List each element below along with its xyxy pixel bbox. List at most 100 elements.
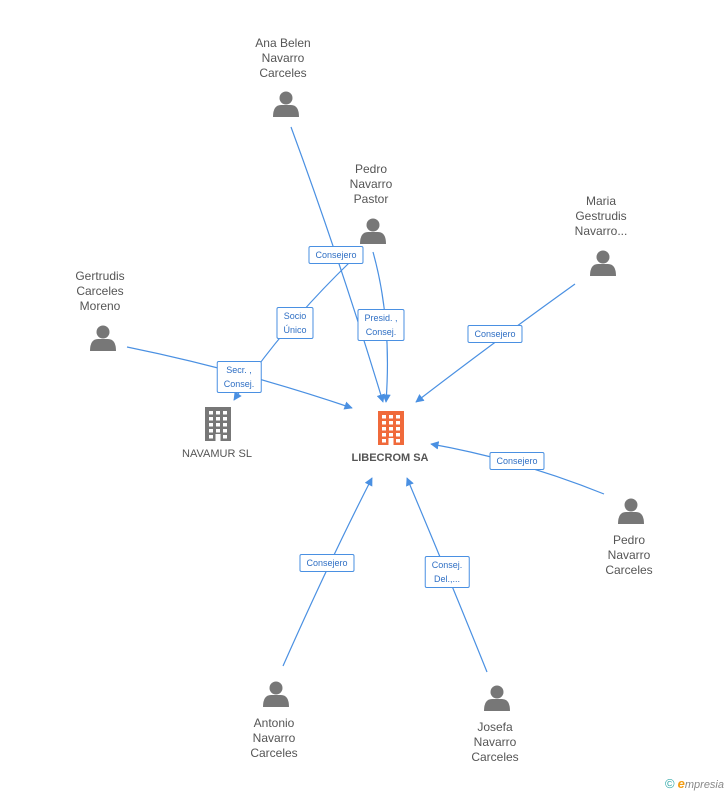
edge-label-line: Consej. bbox=[365, 327, 397, 337]
building-window bbox=[396, 427, 400, 431]
company-name[interactable]: NAVAMUR SL bbox=[182, 448, 252, 460]
person-head bbox=[624, 498, 638, 512]
person-icon[interactable] bbox=[263, 681, 289, 708]
person-name-line: Navarro bbox=[252, 731, 296, 745]
building-window bbox=[382, 421, 386, 425]
person-name-line: Carceles bbox=[471, 750, 519, 764]
person-name-line: Navarro bbox=[261, 51, 305, 65]
person-name-line: Carceles bbox=[605, 563, 653, 577]
building-window bbox=[389, 421, 393, 425]
person-name-line: Antonio bbox=[253, 716, 295, 730]
building-door bbox=[215, 434, 221, 441]
building-window bbox=[209, 429, 213, 433]
edge-label[interactable]: Consejero bbox=[299, 554, 355, 572]
person-body bbox=[273, 105, 299, 117]
building-window bbox=[382, 415, 386, 419]
building-window bbox=[216, 417, 220, 421]
building-window bbox=[223, 423, 227, 427]
building-window bbox=[396, 439, 400, 443]
building-window bbox=[216, 411, 220, 415]
building-window bbox=[223, 435, 227, 439]
center-building-icon[interactable] bbox=[378, 411, 404, 445]
brand-name: mpresia bbox=[684, 779, 724, 791]
building-window bbox=[389, 415, 393, 419]
edge-label[interactable]: Consej. Del.,... bbox=[424, 556, 470, 588]
copyright-symbol: © bbox=[664, 776, 675, 791]
person-head bbox=[490, 685, 504, 699]
person-icon[interactable] bbox=[590, 250, 616, 277]
building-window bbox=[209, 435, 213, 439]
edge-label-line: Del.,... bbox=[433, 574, 461, 584]
person-name-line: Pedro bbox=[612, 533, 646, 547]
person-name-line: Carceles bbox=[259, 66, 307, 80]
person-name-line: Maria bbox=[585, 194, 616, 208]
edge-maria-center bbox=[415, 283, 576, 403]
building-window bbox=[382, 433, 386, 437]
person-body bbox=[618, 512, 644, 524]
building-window bbox=[389, 427, 393, 431]
building-window bbox=[216, 429, 220, 433]
person-body bbox=[90, 339, 116, 351]
person-name-line: Gestrudis bbox=[575, 209, 627, 223]
person-icon[interactable] bbox=[360, 218, 386, 245]
person-body bbox=[590, 264, 616, 276]
edge-label-line: Consejero bbox=[315, 250, 357, 260]
building-window bbox=[396, 421, 400, 425]
building-window bbox=[216, 423, 220, 427]
building-window bbox=[389, 433, 393, 437]
person-name-line: Navarro bbox=[607, 548, 651, 562]
person-name-line: Navarro... bbox=[574, 224, 628, 238]
building-window bbox=[396, 415, 400, 419]
person-name-line: Carceles bbox=[76, 284, 124, 298]
edge-antonio-center bbox=[282, 477, 373, 667]
building-window bbox=[209, 411, 213, 415]
person-name-line: Moreno bbox=[79, 299, 121, 313]
building-window bbox=[223, 429, 227, 433]
person-name-line: Navarro bbox=[473, 735, 517, 749]
person-name-line: Pastor bbox=[353, 192, 389, 206]
person-icon[interactable] bbox=[273, 91, 299, 118]
building-window bbox=[396, 433, 400, 437]
building-window bbox=[223, 417, 227, 421]
person-head bbox=[366, 218, 380, 232]
person-icon[interactable] bbox=[484, 685, 510, 712]
edge-label-line: Socio bbox=[283, 311, 307, 321]
building-window bbox=[209, 417, 213, 421]
edge-label-line: Consej. bbox=[431, 560, 463, 570]
edge-label[interactable]: Secr. ,Consej. bbox=[216, 361, 262, 393]
building-door bbox=[388, 438, 394, 445]
person-head bbox=[596, 250, 610, 264]
person-name-line: Pedro bbox=[354, 162, 388, 176]
edge-label[interactable]: Consejero bbox=[467, 325, 523, 343]
person-icon[interactable] bbox=[90, 325, 116, 352]
person-name-line: Ana Belen bbox=[255, 36, 311, 50]
footer-brand[interactable]: © empresia bbox=[665, 776, 724, 791]
building-window bbox=[223, 411, 227, 415]
person-name-line: Navarro bbox=[349, 177, 393, 191]
center-company-name[interactable]: LIBECROM SA bbox=[351, 452, 429, 464]
edge-label[interactable]: Presid. ,Consej. bbox=[357, 309, 405, 341]
edge-label[interactable]: Consejero bbox=[489, 452, 545, 470]
edge-label[interactable]: Consejero bbox=[308, 246, 364, 264]
person-name-line: Josefa bbox=[477, 720, 513, 734]
edge-label-line: Único bbox=[283, 325, 307, 335]
edge-label-line: Consejero bbox=[496, 456, 538, 466]
person-head bbox=[279, 91, 293, 105]
person-icon[interactable] bbox=[618, 498, 644, 525]
person-head bbox=[269, 681, 283, 695]
edge-label-line: Consej. bbox=[223, 379, 255, 389]
company-building-icon[interactable] bbox=[205, 407, 231, 441]
building-window bbox=[209, 423, 213, 427]
person-body bbox=[484, 699, 510, 711]
person-name-line: Carceles bbox=[250, 746, 298, 760]
person-name-line: Gertrudis bbox=[75, 269, 125, 283]
